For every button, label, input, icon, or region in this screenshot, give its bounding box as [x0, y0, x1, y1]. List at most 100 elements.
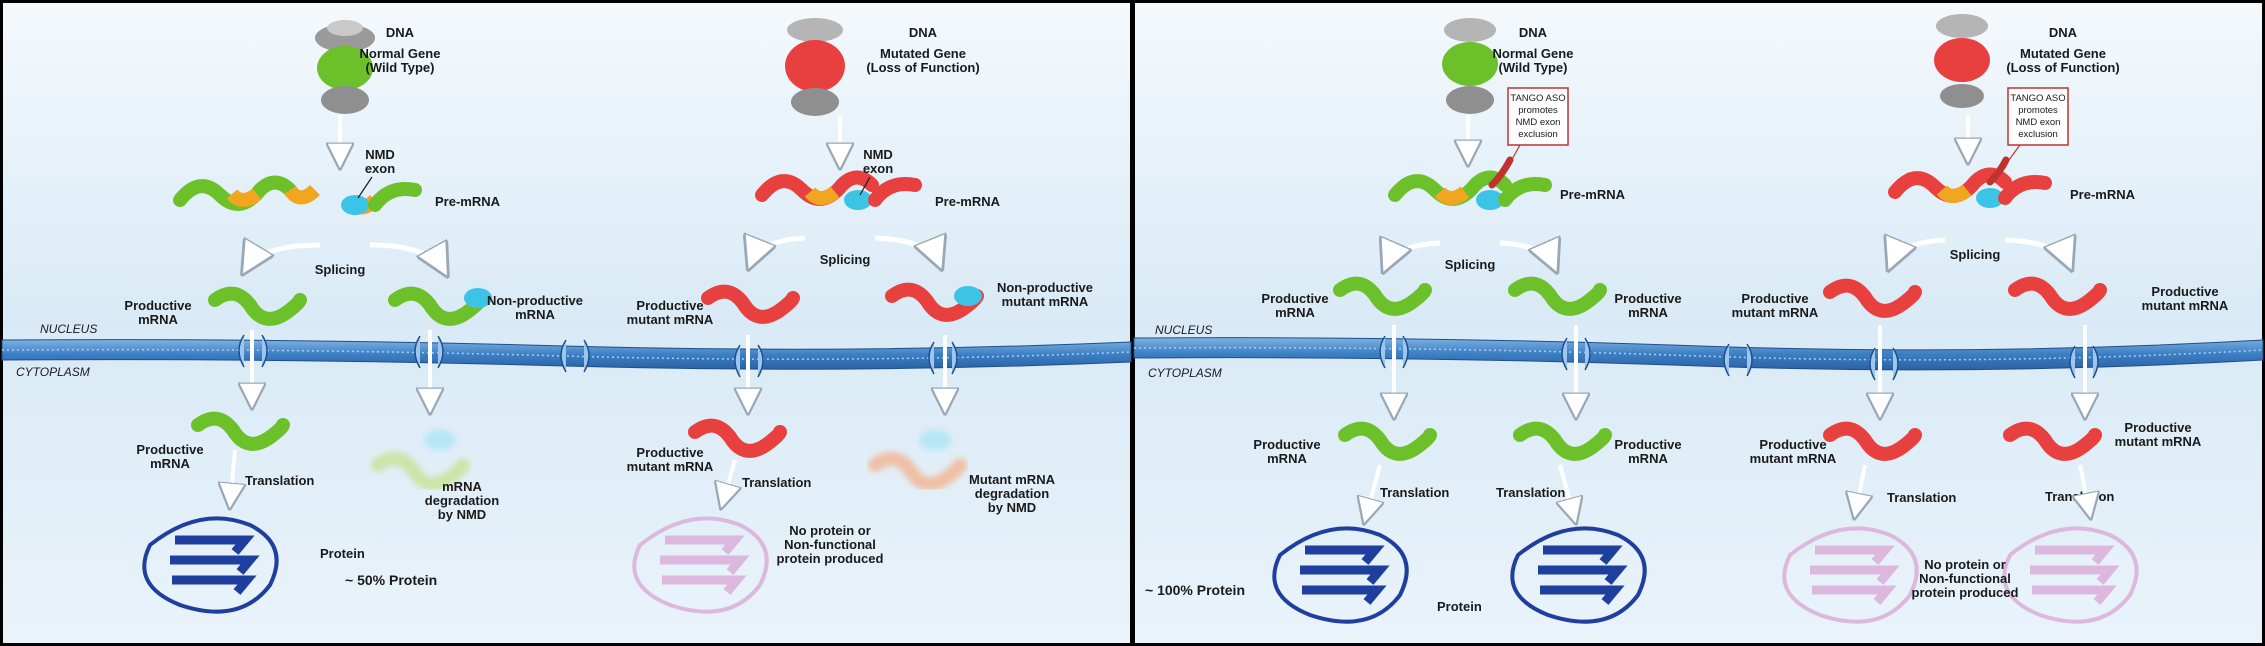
nmd-exon-label-2: exon — [365, 161, 395, 176]
dna-wildtype-icon — [315, 20, 375, 114]
aso-label-1: TANGO ASO — [1510, 93, 1565, 104]
aso-label-4: exclusion — [1518, 129, 1558, 140]
degradation-label-3: by NMD — [438, 507, 486, 522]
splicing-label-right: Splicing — [1445, 257, 1496, 272]
cyto-b-label-1: Productive — [1614, 437, 1681, 452]
protein-label: Protein — [320, 546, 365, 561]
dna-title-mutant-right: DNA — [2049, 25, 2078, 40]
dna-title: DNA — [386, 25, 415, 40]
nucleus-label: NUCLEUS — [40, 322, 97, 336]
nonproductive-mutant-label-2: mutant mRNA — [1002, 294, 1089, 309]
productive-mutant-mrna-strand — [701, 284, 800, 324]
mutant-aso-label-1: TANGO ASO — [2010, 93, 2065, 104]
gene-line1: Normal Gene — [360, 46, 441, 61]
mutant-aso-label-4: exclusion — [2018, 129, 2058, 140]
productive-mrna-strand-a — [1333, 276, 1432, 316]
right-panel: NUCLEUS CYTOPLASM DNA Normal Gene (Wild … — [1133, 14, 2264, 624]
mutant-gene-line2: (Loss of Function) — [866, 60, 979, 75]
gene-line2: (Wild Type) — [366, 60, 435, 75]
functional-protein-b — [1510, 526, 1647, 624]
pre-mrna-label-right: Pre-mRNA — [1560, 187, 1626, 202]
pre-mrna-label: Pre-mRNA — [435, 194, 501, 209]
mutant-nmd-exon-label-1: NMD — [863, 147, 893, 162]
translation-label: Translation — [245, 473, 314, 488]
dna-title-mutant: DNA — [909, 25, 938, 40]
cyto-a-label-1: Productive — [1253, 437, 1320, 452]
nonfunctional-protein — [632, 516, 769, 614]
cyto-productive-label-2: mRNA — [150, 456, 190, 471]
aso-label-3: NMD exon — [1516, 117, 1561, 128]
mutant-translation-b-label: Translation — [2045, 489, 2114, 504]
gene-line1-right: Normal Gene — [1493, 46, 1574, 61]
mutant-degradation-label-3: by NMD — [988, 500, 1036, 515]
mutant-cyto-a-label-2: mutant mRNA — [1750, 451, 1837, 466]
translation-a-label: Translation — [1380, 485, 1449, 500]
productive-mutant-label-1: Productive — [636, 298, 703, 313]
mutant-translation-label: Translation — [742, 475, 811, 490]
cyto-b-label-2: mRNA — [1628, 451, 1668, 466]
pre-mrna-wildtype-right — [1388, 156, 1552, 210]
functional-protein-a — [1272, 526, 1409, 624]
splicing-label: Splicing — [315, 262, 366, 277]
nuclear-membrane — [1, 334, 1132, 378]
productive-mutant-strand-a — [1823, 278, 1922, 318]
prod-a-label-2: mRNA — [1275, 305, 1315, 320]
functional-protein — [142, 516, 279, 614]
aso-molecule-wt — [1488, 156, 1514, 189]
aso-molecule-mutant — [1986, 156, 2010, 186]
mutant-nmd-exon-label-2: exon — [863, 161, 893, 176]
nonproductive-mutant-mrna-strand — [885, 282, 984, 322]
nmd-exon-label-1: NMD — [365, 147, 395, 162]
degraded-mrna — [371, 430, 470, 491]
mutant-gene-line1-right: Mutated Gene — [2020, 46, 2106, 61]
degradation-label-2: degradation — [425, 493, 499, 508]
pre-mrna-mutant-right — [1888, 156, 2052, 208]
cyto-productive-mutant-label-1: Productive — [636, 445, 703, 460]
mutant-pre-mrna-label-right: Pre-mRNA — [2070, 187, 2136, 202]
productive-mutant-strand-b — [2008, 276, 2107, 316]
degraded-mutant-mrna — [868, 430, 967, 491]
cyto-a-label-2: mRNA — [1267, 451, 1307, 466]
mutant-no-protein-label-2: Non-functional — [1919, 571, 2011, 586]
result-50-label: ~ 50% Protein — [345, 572, 437, 588]
mutant-degradation-label-1: Mutant mRNA — [969, 472, 1056, 487]
translation-b-label: Translation — [1496, 485, 1565, 500]
cyto-productive-label-1: Productive — [136, 442, 203, 457]
gene-line2-right: (Wild Type) — [1499, 60, 1568, 75]
productive-mrna-label-1: Productive — [124, 298, 191, 313]
no-protein-label-1: No protein or — [789, 523, 871, 538]
nonproductive-mrna-label-1: Non-productive — [487, 293, 583, 308]
cytoplasm-productive-mrna-strand — [191, 411, 290, 451]
nonfunctional-protein-a — [1782, 526, 1919, 624]
mutant-gene-line2-right: (Loss of Function) — [2006, 60, 2119, 75]
nonproductive-mutant-label-1: Non-productive — [997, 280, 1093, 295]
nonproductive-mrna-label-2: mRNA — [515, 307, 555, 322]
mutant-cyto-b-label-1: Productive — [2124, 420, 2191, 435]
productive-mrna-label-2: mRNA — [138, 312, 178, 327]
right-panel-background — [1132, 0, 2265, 646]
prod-b-label-2: mRNA — [1628, 305, 1668, 320]
mutant-splicing-label-right: Splicing — [1950, 247, 2001, 262]
wildtype-column-right: DNA Normal Gene (Wild Type) TANGO ASO pr… — [1145, 18, 1682, 624]
no-protein-label-2: Non-functional — [784, 537, 876, 552]
cyto-productive-mutant-strand-a — [1823, 421, 1922, 461]
nonproductive-mrna-strand — [388, 286, 492, 326]
mutant-prod-a-label-2: mutant mRNA — [1732, 305, 1819, 320]
dna-title-right: DNA — [1519, 25, 1548, 40]
cyto-productive-strand-a — [1338, 421, 1437, 461]
mutant-aso-label-2: promotes — [2018, 105, 2058, 116]
dna-mutant-icon-right — [1934, 14, 1990, 108]
result-100-label: ~ 100% Protein — [1145, 582, 1245, 598]
pre-mrna-wildtype — [173, 175, 422, 215]
no-protein-label-3: protein produced — [777, 551, 884, 566]
dna-wildtype-icon-right — [1442, 18, 1498, 114]
nonfunctional-protein-b — [2002, 526, 2139, 624]
productive-mutant-label-2: mutant mRNA — [627, 312, 714, 327]
mutant-cyto-b-label-2: mutant mRNA — [2115, 434, 2202, 449]
mutant-pre-mrna-label: Pre-mRNA — [935, 194, 1001, 209]
nuclear-membrane-right — [1133, 335, 2264, 381]
mutant-gene-line1: Mutated Gene — [880, 46, 966, 61]
prod-a-label-1: Productive — [1261, 291, 1328, 306]
aso-label-2: promotes — [1518, 105, 1558, 116]
